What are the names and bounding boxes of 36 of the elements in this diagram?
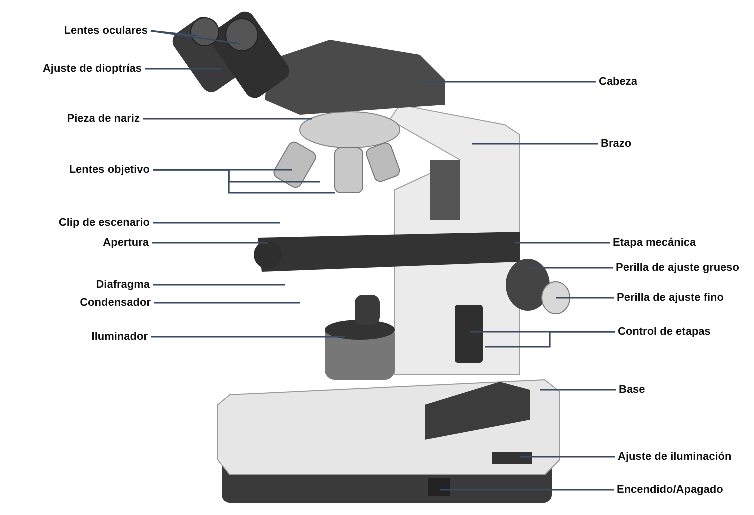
leader-line (143, 118, 312, 120)
part-label: Brazo (601, 137, 632, 151)
leader-line (440, 489, 614, 491)
part-label: Encendido/Apagado (617, 483, 724, 497)
leader-line (153, 284, 285, 286)
part-label: Etapa mecánica (613, 236, 696, 250)
part-label: Ajuste de iluminación (618, 450, 732, 464)
part-label: Diafragma (96, 278, 150, 292)
leader-line (472, 143, 598, 145)
part-label: Condensador (80, 296, 151, 310)
leader-line (520, 456, 615, 458)
leader-line (153, 169, 335, 194)
leader-line (556, 297, 614, 299)
part-label: Lentes objetivo (69, 163, 150, 177)
leader-line (151, 336, 345, 338)
part-label: Pieza de nariz (67, 112, 140, 126)
leader-line (420, 81, 596, 83)
part-label: Base (619, 383, 646, 397)
part-label: Lentes oculares (64, 24, 148, 38)
part-label: Control de etapas (618, 325, 711, 339)
part-label: Perilla de ajuste grueso (616, 261, 740, 275)
part-label: Perilla de ajuste fino (617, 291, 724, 305)
leader-line (154, 302, 300, 304)
part-label: Cabeza (599, 75, 638, 89)
part-label: Iluminador (92, 330, 148, 344)
part-label: Clip de escenario (58, 216, 150, 230)
leader-line (152, 242, 268, 244)
leader-line (540, 389, 616, 391)
leader-line (528, 267, 613, 269)
leader-line (150, 30, 240, 45)
part-label: Apertura (103, 236, 149, 250)
leader-line (515, 242, 610, 244)
leader-line (485, 331, 615, 348)
leader-line (145, 68, 222, 70)
leader-line (153, 222, 280, 224)
part-label: Ajuste de dioptrías (42, 62, 142, 76)
